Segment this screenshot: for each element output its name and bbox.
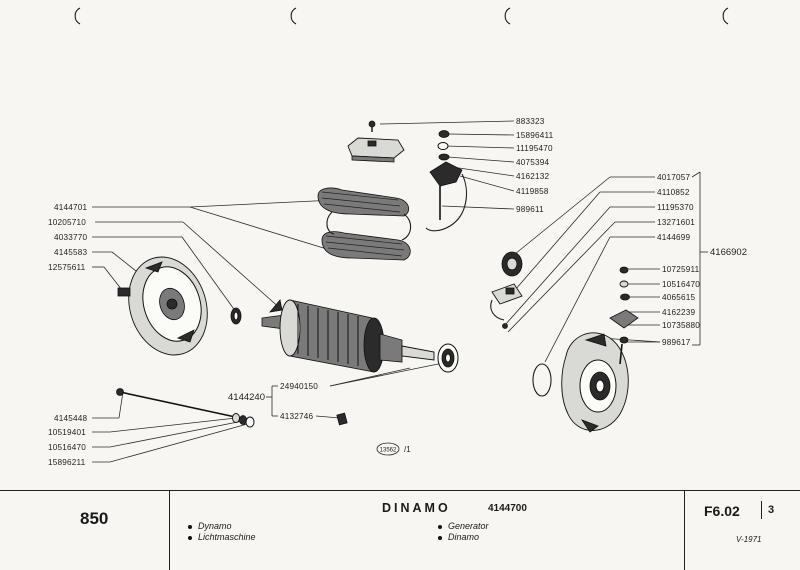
figure-reference: 13562 /1 [376, 442, 411, 456]
part-number: 10735880 [662, 321, 700, 330]
part-number: 883323 [516, 117, 545, 126]
part-number: 4017057 [657, 173, 691, 182]
small-screw-part [336, 412, 348, 426]
group-number: 4166902 [710, 247, 747, 258]
terminal-small-parts [609, 266, 639, 365]
part-number: 4075394 [516, 158, 550, 167]
part-labels-top: 883323 15896411 11195470 4075394 4162132… [516, 117, 554, 214]
exploded-view-diagram: 4144701 10205710 4033770 4145583 1257561… [48, 7, 747, 467]
model-number: 850 [80, 509, 109, 528]
part-number: 4162239 [662, 308, 696, 317]
part-number: 11195370 [657, 203, 694, 212]
figure-ref-number: 13562 [380, 448, 397, 454]
model-cell: 850 [0, 491, 170, 570]
revision-date: V-1971 [736, 535, 762, 544]
language-label: Dynamo [188, 521, 232, 531]
rear-bearing-part [230, 307, 242, 325]
binder-hole-marks [74, 7, 729, 25]
part-number: 15896411 [516, 131, 554, 140]
through-bolt-part [116, 388, 255, 428]
language-label: Lichtmaschine [188, 532, 256, 542]
armature-part [261, 299, 435, 373]
part-number: 989617 [662, 338, 691, 347]
field-coils-part [317, 187, 412, 261]
part-number: 4033770 [54, 233, 88, 242]
part-labels-right: 4017057 4110852 11195370 13271601 414469… [657, 173, 747, 347]
part-number: 4144699 [657, 233, 691, 242]
part-number: 4145448 [54, 414, 88, 423]
part-number: 4065615 [662, 293, 696, 302]
sheet-divider [761, 501, 762, 519]
part-number: 4162132 [516, 172, 550, 181]
group-number: 4144240 [228, 392, 265, 403]
part-number: 10725911 [662, 265, 700, 274]
language-label: Dinamo [438, 532, 479, 542]
part-number: 12575611 [48, 263, 86, 272]
part-number: 4132746 [280, 412, 314, 421]
sheet-cell [684, 491, 800, 570]
part-number: 13271601 [657, 218, 695, 227]
part-number: 15896211 [48, 458, 86, 467]
part-number: 4119858 [516, 187, 549, 196]
part-labels-armature: 4144240 24940150 4132746 [228, 382, 318, 421]
part-number: 4144701 [54, 203, 88, 212]
terminal-stack-part [425, 130, 467, 232]
terminal-cover-part [347, 120, 405, 163]
part-number: 4110852 [657, 188, 690, 197]
sheet-subnumber: 3 [768, 504, 775, 516]
part-number: 10519401 [48, 428, 86, 437]
part-number: 10516470 [662, 280, 700, 289]
part-number: 989611 [516, 205, 544, 214]
o-ring-part [532, 363, 552, 397]
part-number: 11195470 [516, 144, 553, 153]
part-number: 10205710 [48, 218, 86, 227]
title-block: 850 DINAMO 4144700 Dynamo Lichtmaschine … [0, 490, 800, 570]
rear-end-plate-part [117, 256, 208, 356]
front-end-plate-part [561, 332, 629, 433]
sheet-number: F6.02 [704, 503, 740, 519]
part-number: 24940150 [280, 382, 318, 391]
leader-lines [92, 120, 708, 463]
brush-holder-part [490, 251, 523, 329]
part-number: 10516470 [48, 443, 86, 452]
title-part-code: 4144700 [488, 503, 527, 514]
language-label: Generator [438, 521, 489, 531]
page-title: DINAMO [382, 501, 451, 515]
part-number: 4145583 [54, 248, 88, 257]
front-bearing-part [437, 343, 459, 373]
part-labels-left: 4144701 10205710 4033770 4145583 1257561… [48, 203, 88, 467]
figure-ref-suffix: /1 [404, 445, 411, 454]
